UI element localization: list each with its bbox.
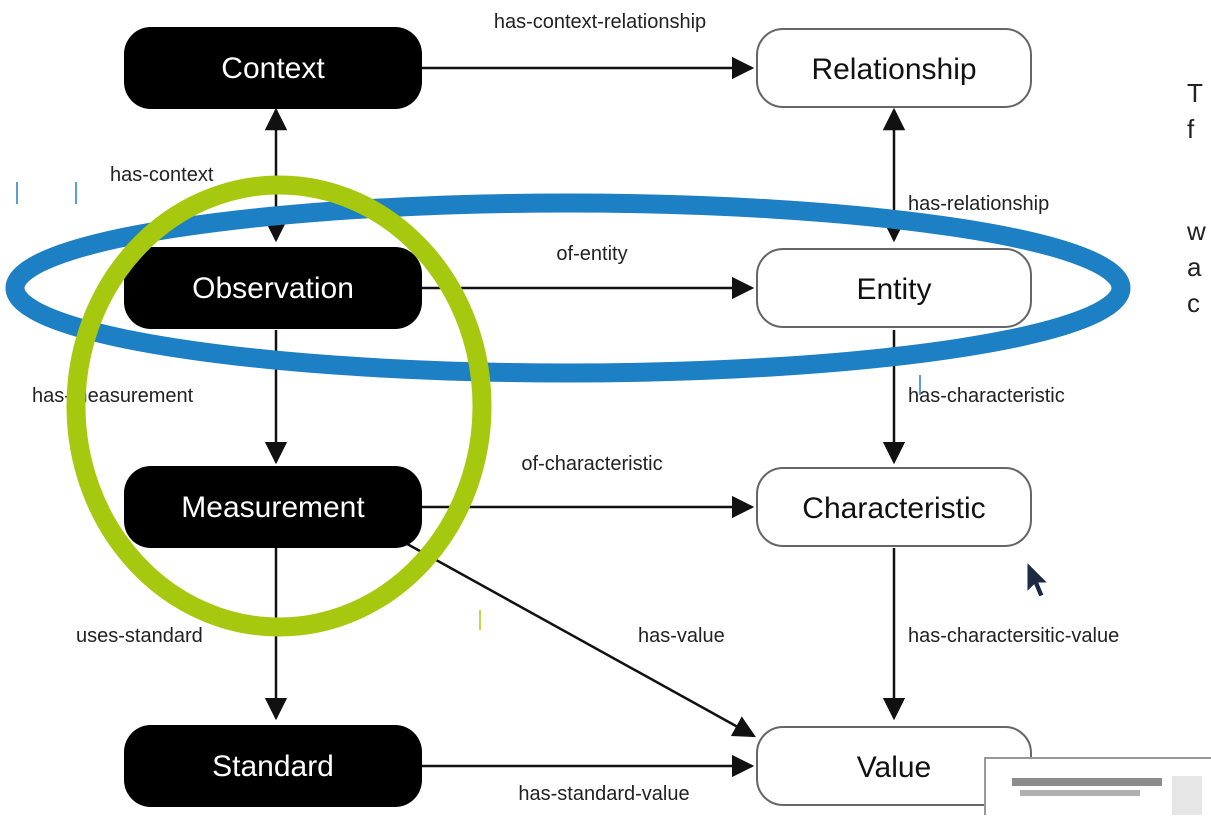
node-label: Relationship xyxy=(811,53,976,86)
edge-label-of-entity: of-entity xyxy=(556,243,627,265)
edge-label-uses-standard: uses-standard xyxy=(76,625,203,647)
edges xyxy=(264,56,906,778)
node-label: Context xyxy=(221,52,325,85)
edge-label-has-context-relationship: has-context-relationship xyxy=(494,11,706,33)
inset-thumbnail xyxy=(984,757,1211,819)
node-relationship: Relationship xyxy=(756,28,1032,108)
edge-label-has-measurement: has-measurement xyxy=(32,385,194,407)
stray-marks xyxy=(16,182,77,204)
node-label: Measurement xyxy=(181,491,365,524)
cursor-icon xyxy=(1026,560,1050,598)
edge-label-has-characteristic: has-characteristic xyxy=(908,385,1065,407)
side-text-line: T xyxy=(1187,78,1203,108)
node-label: Value xyxy=(857,751,932,784)
node-characteristic: Characteristic xyxy=(756,467,1032,547)
edge-label-has-context: has-context xyxy=(110,164,214,186)
edge-label-has-value: has-value xyxy=(638,625,725,647)
node-context: Context xyxy=(124,27,422,109)
side-text-line: a xyxy=(1187,252,1202,282)
node-entity: Entity xyxy=(756,248,1032,328)
node-standard: Standard xyxy=(124,725,422,807)
side-text-line: c xyxy=(1187,288,1200,318)
node-measurement: Measurement xyxy=(124,466,422,548)
node-label: Characteristic xyxy=(802,492,985,525)
highlight-circle-green xyxy=(66,175,492,637)
edge-label-has-characteristic-value: has-charactersitic-value xyxy=(908,625,1119,647)
node-label: Entity xyxy=(856,273,931,306)
side-text-line: w xyxy=(1186,216,1206,246)
edge-label-of-characteristic: of-characteristic xyxy=(521,453,662,475)
edge-label-has-relationship: has-relationship xyxy=(908,193,1049,215)
edge-label-has-standard-value: has-standard-value xyxy=(518,783,689,805)
highlight-ellipse-blue xyxy=(5,193,1131,383)
node-label: Observation xyxy=(192,272,354,305)
side-text-line: f xyxy=(1187,114,1195,144)
node-value: Value xyxy=(756,726,1032,806)
edge-has-value xyxy=(399,538,756,738)
node-label: Standard xyxy=(212,750,334,783)
node-observation: Observation xyxy=(124,247,422,329)
